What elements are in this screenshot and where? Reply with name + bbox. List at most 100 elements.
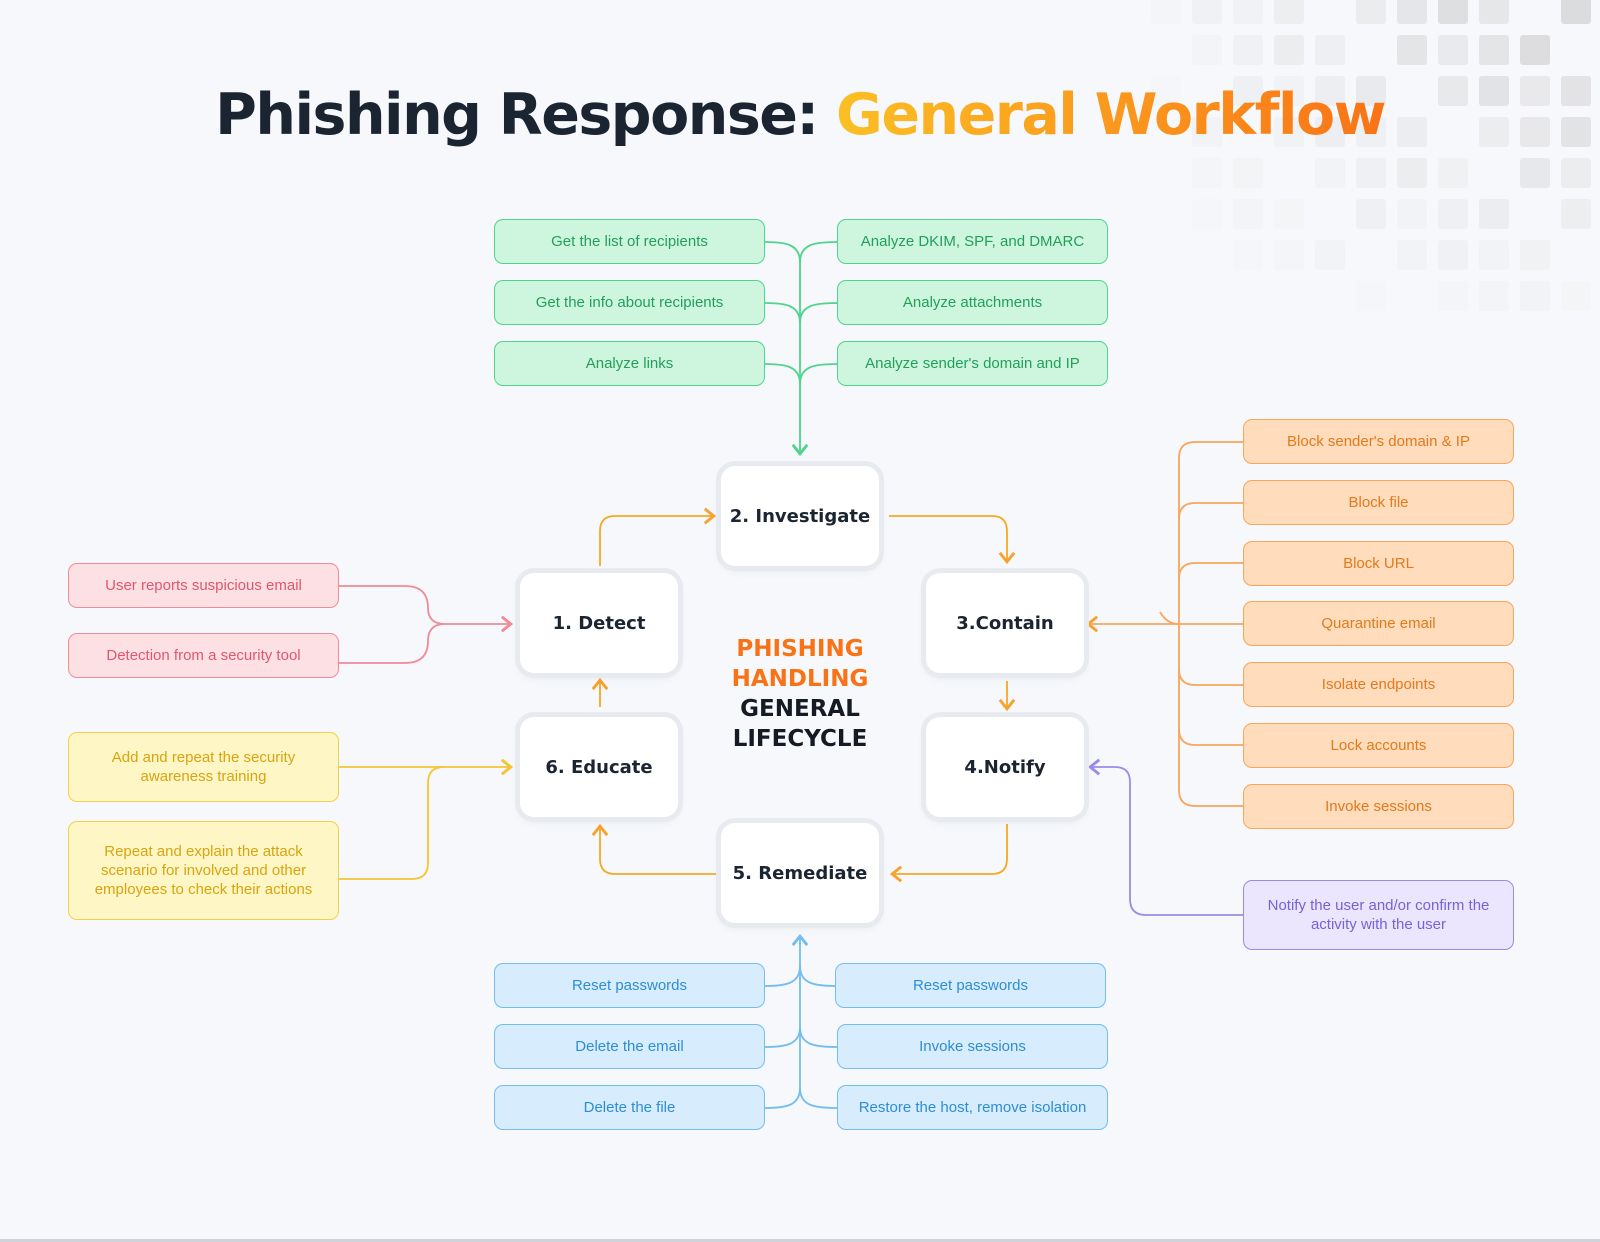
background-square	[1438, 281, 1468, 311]
stage-contain: 3.Contain	[926, 573, 1084, 673]
remediate-task-delete-file: Delete the file	[494, 1085, 765, 1130]
background-square	[1356, 0, 1386, 24]
background-square	[1356, 76, 1386, 106]
background-square	[1438, 158, 1468, 188]
background-square	[1315, 117, 1345, 147]
background-square	[1192, 0, 1222, 24]
background-square	[1561, 199, 1591, 229]
contain-task-isolate: Isolate endpoints	[1243, 662, 1514, 707]
background-square	[1233, 158, 1263, 188]
background-square	[1479, 76, 1509, 106]
title-accent: General Workflow	[836, 82, 1386, 148]
background-square	[1356, 117, 1386, 147]
investigate-task-recipients-list: Get the list of recipients	[494, 219, 765, 264]
background-square	[1561, 117, 1591, 147]
center-label-line1: PHISHING	[736, 636, 864, 662]
background-square	[1479, 35, 1509, 65]
background-square	[1438, 0, 1468, 24]
detect-source-security-tool: Detection from a security tool	[68, 633, 339, 678]
background-square	[1315, 158, 1345, 188]
background-square	[1274, 0, 1304, 24]
background-square	[1315, 76, 1345, 106]
background-square	[1479, 0, 1509, 24]
title-main: Phishing Response:	[215, 82, 837, 148]
background-square	[1561, 0, 1591, 24]
background-square	[1233, 76, 1263, 106]
background-square	[1438, 199, 1468, 229]
background-square	[1520, 35, 1550, 65]
contain-task-invoke-sessions: Invoke sessions	[1243, 784, 1514, 829]
notify-task-confirm-user: Notify the user and/or confirm the activ…	[1243, 880, 1514, 950]
background-square	[1561, 158, 1591, 188]
background-square	[1479, 281, 1509, 311]
background-square	[1274, 76, 1304, 106]
background-square	[1561, 281, 1591, 311]
contain-connectors	[1085, 441, 1243, 807]
contain-task-block-url: Block URL	[1243, 541, 1514, 586]
background-square	[1479, 117, 1509, 147]
page-title: Phishing Response: General Workflow	[0, 82, 1600, 148]
background-square	[1397, 117, 1427, 147]
background-square	[1397, 35, 1427, 65]
background-square	[1520, 117, 1550, 147]
stage-notify: 4.Notify	[926, 717, 1084, 817]
background-square	[1438, 35, 1468, 65]
background-square	[1520, 281, 1550, 311]
background-square	[1233, 199, 1263, 229]
background-square	[1192, 35, 1222, 65]
background-square	[1520, 158, 1550, 188]
background-square	[1274, 199, 1304, 229]
educate-task-scenario: Repeat and explain the attack scenario f…	[68, 821, 339, 920]
notify-connectors	[1087, 758, 1243, 916]
investigate-task-attachments: Analyze attachments	[837, 280, 1108, 325]
stage-detect: 1. Detect	[520, 573, 678, 673]
remediate-task-delete-email: Delete the email	[494, 1024, 765, 1069]
background-square	[1315, 35, 1345, 65]
background-square	[1192, 158, 1222, 188]
center-label: PHISHING HANDLING GENERAL LIFECYCLE	[680, 634, 920, 754]
stage-remediate: 5. Remediate	[721, 823, 879, 923]
remediate-task-reset-passwords-left: Reset passwords	[494, 963, 765, 1008]
background-square	[1192, 199, 1222, 229]
investigate-connectors	[764, 241, 838, 457]
remediate-task-restore-host: Restore the host, remove isolation	[837, 1085, 1108, 1130]
detect-connectors	[339, 585, 514, 664]
center-label-line2: HANDLING	[731, 666, 869, 692]
educate-task-training: Add and repeat the security awareness tr…	[68, 732, 339, 802]
background-square	[1479, 199, 1509, 229]
contain-task-block-file: Block file	[1243, 480, 1514, 525]
educate-connectors	[339, 758, 514, 880]
background-square	[1356, 158, 1386, 188]
remediate-task-invoke-sessions: Invoke sessions	[837, 1024, 1108, 1069]
remediate-connectors	[764, 933, 838, 1109]
background-square	[1151, 0, 1181, 24]
stage-educate: 6. Educate	[520, 717, 678, 817]
background-square	[1274, 35, 1304, 65]
investigate-task-recipients-info: Get the info about recipients	[494, 280, 765, 325]
contain-task-lock-accounts: Lock accounts	[1243, 723, 1514, 768]
background-square	[1438, 240, 1468, 270]
background-square	[1233, 35, 1263, 65]
background-square	[1479, 240, 1509, 270]
background-square	[1315, 240, 1345, 270]
background-square	[1233, 0, 1263, 24]
investigate-task-dkim: Analyze DKIM, SPF, and DMARC	[837, 219, 1108, 264]
background-square	[1274, 117, 1304, 147]
background-square	[1397, 199, 1427, 229]
background-square	[1397, 0, 1427, 24]
center-label-line4: LIFECYCLE	[732, 726, 868, 752]
center-label-line3: GENERAL	[740, 696, 860, 722]
contain-task-quarantine: Quarantine email	[1243, 601, 1514, 646]
background-square	[1438, 76, 1468, 106]
background-square	[1151, 76, 1181, 106]
background-square	[1192, 117, 1222, 147]
background-square	[1356, 199, 1386, 229]
detect-source-user-report: User reports suspicious email	[68, 563, 339, 608]
stage-investigate: 2. Investigate	[721, 466, 879, 566]
background-square	[1274, 240, 1304, 270]
background-square	[1397, 158, 1427, 188]
lifecycle-arrows	[591, 507, 1016, 883]
contain-task-block-domain: Block sender's domain & IP	[1243, 419, 1514, 464]
